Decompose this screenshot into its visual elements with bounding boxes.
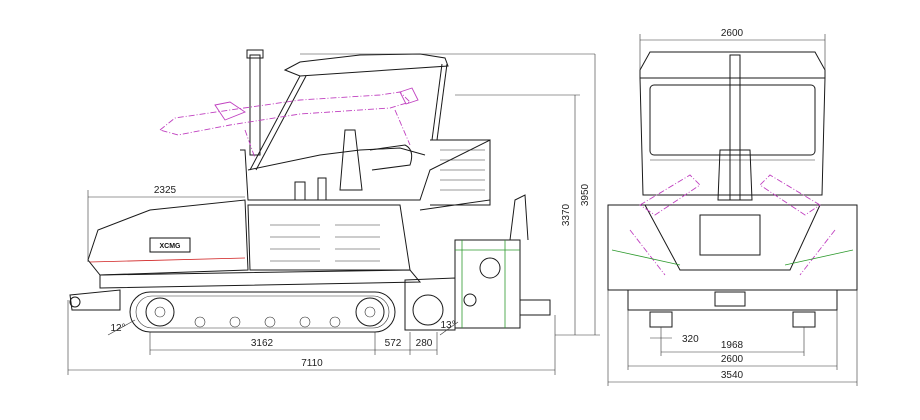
front-exhaust: [729, 54, 741, 201]
brand-logo: [149, 237, 191, 253]
hopper-length-label: 2325: [154, 185, 177, 196]
front-cab-frame: [639, 77, 826, 196]
track-width-label: 320: [682, 334, 699, 345]
main-frame: [99, 269, 422, 289]
auger-housing: [404, 277, 456, 331]
rear-overhang-a-label: 572: [385, 338, 402, 349]
canopy-roof: [283, 53, 449, 77]
rear-walkway-rail: [509, 194, 529, 241]
height-roof-label: 3370: [561, 203, 572, 226]
rear-angle-label: 13°: [440, 320, 455, 331]
rear-overhang-b-label: 280: [416, 338, 433, 349]
front-push-beam: [627, 289, 838, 311]
track-rollers: [194, 316, 341, 328]
front-hopper-center: [699, 214, 761, 256]
canopy-folded: [159, 91, 411, 136]
idler-wheel: [145, 297, 175, 327]
windshield: [649, 84, 816, 156]
crawler-track: [129, 291, 396, 333]
steering-console: [369, 144, 413, 171]
track-right: [792, 311, 816, 328]
cab-body: [240, 139, 491, 211]
track-gauge-label: 1968: [721, 340, 744, 351]
overall-length-label: 7110: [301, 358, 323, 369]
screed-control-box: [430, 139, 491, 206]
screed-extension: [520, 299, 551, 316]
track-left: [649, 311, 673, 328]
track-length-label: 3162: [251, 338, 274, 349]
hopper-wing-left: [639, 174, 701, 216]
operator-seat: [339, 129, 363, 191]
push-roller: [69, 289, 121, 311]
canopy-post-front: [431, 63, 443, 141]
auger: [412, 294, 444, 326]
brand-logo-text: XCMG: [160, 243, 182, 250]
hopper-wing-right: [759, 174, 821, 216]
overall-width-label: 3540: [721, 370, 744, 381]
front-angle-label: 12°: [110, 323, 125, 334]
front-canopy-roof: [639, 51, 826, 79]
canopy-post-rear: [249, 75, 301, 171]
exhaust-pipe: [249, 54, 261, 156]
front-hopper-body: [607, 204, 858, 291]
roof-width-label: 2600: [721, 28, 744, 39]
drive-sprocket: [355, 297, 385, 327]
engine-hood: [247, 204, 411, 271]
height-total-label: 3950: [580, 183, 591, 206]
screed: [454, 239, 521, 329]
side-view: XCMG 3950 337: [67, 49, 600, 375]
front-view: 2600 320 1968 2600 3540: [607, 28, 858, 386]
body-width-label: 2600: [721, 354, 744, 365]
